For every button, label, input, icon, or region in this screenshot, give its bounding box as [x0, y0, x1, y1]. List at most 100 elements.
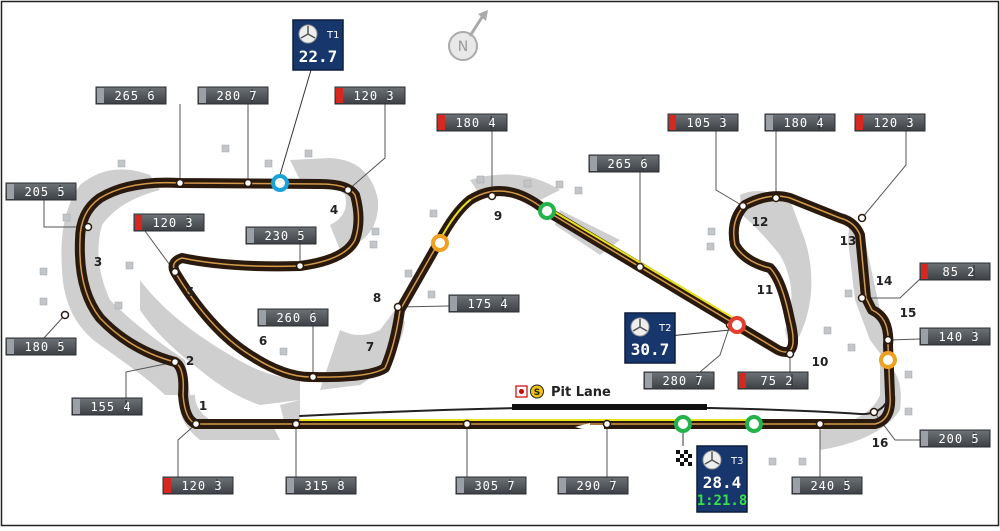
- speed-box: 265 6: [95, 86, 167, 105]
- speed-box-bg: [557, 476, 629, 495]
- speed-value: 180 4: [783, 116, 824, 130]
- speed-box-bg: [95, 86, 167, 105]
- flag-square: [680, 462, 684, 466]
- speed-value: 265 6: [114, 89, 155, 103]
- speed-box: 290 7: [557, 476, 629, 495]
- speed-point: [869, 407, 879, 417]
- speed-box: 240 5: [791, 476, 863, 495]
- turn-number-3: 3: [94, 255, 102, 269]
- sector-time: 30.7: [631, 340, 670, 359]
- track-points: [60, 174, 897, 433]
- speed-box: 120 3: [133, 213, 205, 232]
- flag-square: [680, 458, 684, 462]
- speed-point: [175, 178, 185, 188]
- speed-box-bg: [133, 213, 205, 232]
- turn-number-4: 4: [330, 203, 338, 217]
- speed-zone-indicator: [97, 88, 104, 103]
- speed-point: [170, 267, 180, 277]
- speed-box: 140 3: [919, 327, 991, 346]
- sector-1-marker: [271, 174, 289, 192]
- direction-arrow-tail: [590, 425, 604, 429]
- speed-box-bg: [764, 113, 836, 132]
- turn-number-9: 9: [494, 209, 502, 223]
- speed-point: [60, 310, 70, 320]
- speed-trap-icon: [530, 384, 544, 399]
- sector-name: T1: [326, 30, 339, 41]
- speed-zone-indicator: [336, 88, 343, 103]
- trackside-markers: [39, 144, 913, 466]
- lap-time: 1:21.8: [697, 493, 748, 509]
- chequered-flag-icon: [676, 450, 692, 466]
- leader-line: [699, 324, 731, 373]
- flag-square: [676, 454, 680, 458]
- sector-leader-line: [668, 329, 731, 337]
- speed-trap-marker: S: [534, 388, 540, 398]
- turn-number-11: 11: [757, 283, 774, 297]
- speed-point: [291, 419, 301, 429]
- speed-point: [857, 293, 867, 303]
- speed-value: 315 8: [304, 479, 345, 493]
- leader-line: [43, 314, 66, 339]
- sector-time: 22.7: [299, 47, 338, 66]
- compass-letter: N: [458, 39, 468, 55]
- north-arrowhead-icon: [478, 10, 488, 21]
- speed-zone-indicator: [73, 399, 80, 414]
- speed-zone-indicator: [856, 115, 863, 130]
- speed-zone-indicator: [7, 184, 14, 199]
- speed-value: 75 2: [761, 374, 794, 388]
- speed-box: 315 8: [285, 476, 357, 495]
- speed-value: 120 3: [152, 216, 193, 230]
- speed-value: 280 7: [216, 89, 257, 103]
- speed-zone-indicator: [7, 339, 14, 354]
- flag-square: [680, 454, 684, 458]
- turn-number-6: 6: [259, 334, 267, 348]
- flag-square: [688, 458, 692, 462]
- leader-line: [861, 131, 907, 219]
- flag-square: [688, 462, 692, 466]
- flag-square: [684, 450, 688, 454]
- speed-zone-indicator: [199, 88, 206, 103]
- speed-zone-indicator: [669, 115, 676, 130]
- sector-leader-line: [279, 69, 312, 176]
- sector-3-marker: [674, 415, 692, 433]
- flag-square: [676, 450, 680, 454]
- flag-square: [676, 462, 680, 466]
- speed-box-bg: [257, 308, 329, 327]
- leader-line: [862, 278, 921, 299]
- speed-box: 230 5: [245, 226, 317, 245]
- speed-value: 280 7: [662, 374, 703, 388]
- speed-box-bg: [791, 476, 863, 495]
- speed-point: [857, 213, 867, 223]
- speed-box: 120 3: [334, 86, 406, 105]
- leader-line: [887, 338, 921, 341]
- speed-box: 120 3: [162, 476, 234, 495]
- north-arrow-icon: [468, 13, 486, 37]
- speed-box-bg: [71, 397, 143, 416]
- speed-zone-indicator: [438, 115, 445, 130]
- speed-point: [191, 419, 201, 429]
- speed-zone-indicator: [921, 264, 928, 279]
- speed-point: [295, 261, 305, 271]
- speed-point: [635, 262, 645, 272]
- stopwatch-hands-icon: [300, 26, 316, 39]
- speed-value: 290 7: [576, 479, 617, 493]
- speed-value: 230 5: [264, 229, 305, 243]
- speed-box-bg: [162, 476, 234, 495]
- speed-value: 155 4: [90, 400, 131, 414]
- speed-box: 265 6: [588, 154, 660, 173]
- leader-line: [177, 423, 197, 477]
- speed-box: 180 5: [5, 337, 77, 356]
- compass: N: [448, 10, 488, 61]
- flag-square: [684, 454, 688, 458]
- speed-point: [738, 201, 748, 211]
- pit-lane-legend: S Pit Lane: [515, 384, 611, 400]
- turn-number-2: 2: [186, 354, 194, 368]
- speed-point: [462, 419, 472, 429]
- pit-lane-line: [299, 399, 889, 417]
